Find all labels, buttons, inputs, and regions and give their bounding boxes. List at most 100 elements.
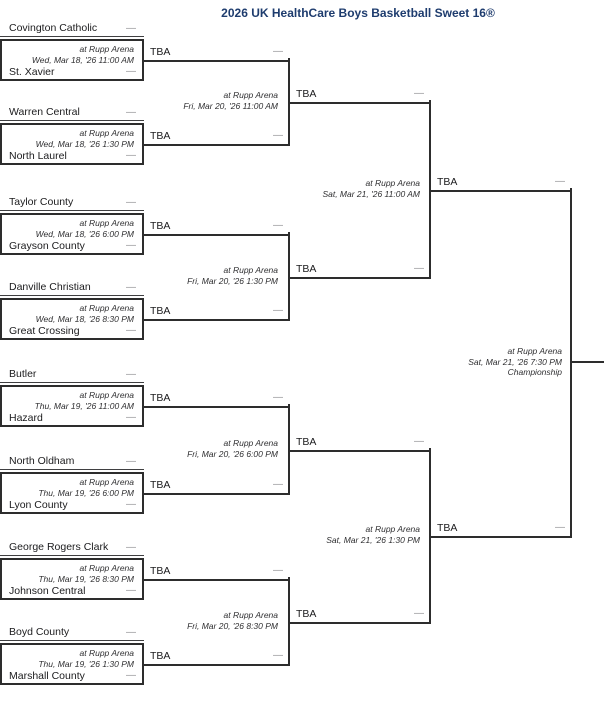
round1-game7-box: at Rupp Arena Thu, Mar 19, '26 8:30 PM J… (0, 558, 144, 600)
venue-text: at Rupp Arena (79, 128, 135, 138)
datetime-text: Thu, Mar 19, '26 6:00 PM (38, 487, 134, 498)
sf2-slot2: TBA — (290, 606, 431, 624)
advancing-team: TBA (296, 608, 317, 620)
datetime-text: Fri, Mar 20, '26 6:00 PM (187, 448, 278, 459)
advancing-team: TBA (150, 565, 171, 577)
datetime-text: Wed, Mar 18, '26 8:30 PM (35, 313, 134, 324)
score-placeholder: — (126, 499, 136, 510)
qf3-slot1: TBA — (144, 390, 290, 408)
score-placeholder: — (273, 305, 283, 316)
score-placeholder: — (555, 176, 565, 187)
advancing-team: TBA (150, 392, 171, 404)
datetime-text: Wed, Mar 18, '26 1:30 PM (35, 138, 134, 149)
venue-text: at Rupp Arena (223, 265, 279, 275)
score-placeholder: — (126, 369, 136, 380)
score-placeholder: — (273, 650, 283, 661)
venue-text: at Rupp Arena (223, 438, 279, 448)
venue-text: at Rupp Arena (79, 303, 135, 313)
page-title: 2026 UK HealthCare Boys Basketball Sweet… (221, 6, 495, 20)
team-name: Marshall County (9, 670, 85, 682)
venue-text: at Rupp Arena (79, 563, 135, 573)
team-name: Hazard (9, 412, 43, 424)
sf2-connector (429, 448, 431, 622)
game-info: at Rupp Arena Wed, Mar 18, '26 1:30 PM (4, 128, 134, 149)
team-name: Butler (9, 368, 37, 380)
score-placeholder: — (414, 263, 424, 274)
qf3-info: at Rupp Arena Fri, Mar 20, '26 6:00 PM (144, 438, 278, 459)
advancing-team: TBA (437, 522, 458, 534)
round1-game4-team1-row: Danville Christian — (0, 280, 144, 296)
final-slot2: TBA — (431, 520, 572, 538)
game-info: at Rupp Arena Thu, Mar 19, '26 6:00 PM (4, 477, 134, 498)
advancing-team: TBA (150, 46, 171, 58)
venue-text: at Rupp Arena (79, 218, 135, 228)
score-placeholder: — (273, 130, 283, 141)
venue-text: at Rupp Arena (79, 477, 135, 487)
qf2-connector (288, 232, 290, 319)
datetime-text: Thu, Mar 19, '26 11:00 AM (34, 400, 134, 411)
game-info: at Rupp Arena Thu, Mar 19, '26 11:00 AM (4, 390, 134, 411)
qf2-slot2: TBA — (144, 303, 290, 321)
advancing-team: TBA (150, 305, 171, 317)
game-info: at Rupp Arena Wed, Mar 18, '26 8:30 PM (4, 303, 134, 324)
round1-game2-box: at Rupp Arena Wed, Mar 18, '26 1:30 PM N… (0, 123, 144, 165)
venue-text: at Rupp Arena (79, 390, 135, 400)
round1-game5-box: at Rupp Arena Thu, Mar 19, '26 11:00 AM … (0, 385, 144, 427)
score-placeholder: — (273, 220, 283, 231)
team-name: Great Crossing (9, 325, 80, 337)
venue-text: at Rupp Arena (79, 44, 135, 54)
qf2-slot1: TBA — (144, 218, 290, 236)
score-placeholder: — (273, 479, 283, 490)
team-name: St. Xavier (9, 66, 55, 78)
sf1-slot2: TBA — (290, 261, 431, 279)
datetime-text: Fri, Mar 20, '26 11:00 AM (183, 100, 278, 111)
team-name: Covington Catholic (9, 22, 98, 34)
qf4-slot1: TBA — (144, 563, 290, 581)
score-placeholder: — (126, 627, 136, 638)
venue-text: at Rupp Arena (223, 610, 279, 620)
advancing-team: TBA (437, 176, 458, 188)
datetime-text: Wed, Mar 18, '26 6:00 PM (35, 228, 134, 239)
advancing-team: TBA (296, 263, 317, 275)
datetime-text: Sat, Mar 21, '26 7:30 PM (468, 356, 562, 367)
score-placeholder: — (126, 325, 136, 336)
round1-game2-team1-row: Warren Central — (0, 105, 144, 121)
team-name: North Oldham (9, 455, 75, 467)
datetime-text: Thu, Mar 19, '26 8:30 PM (38, 573, 134, 584)
score-placeholder: — (126, 412, 136, 423)
final-connector (570, 188, 572, 536)
venue-text: at Rupp Arena (507, 346, 563, 356)
round1-game6-team1-row: North Oldham — (0, 454, 144, 470)
team-name: Johnson Central (9, 585, 86, 597)
datetime-text: Fri, Mar 20, '26 1:30 PM (187, 275, 278, 286)
qf1-slot2: TBA — (144, 128, 290, 146)
qf4-slot2: TBA — (144, 648, 290, 666)
final-slot1: TBA — (431, 174, 572, 192)
qf4-info: at Rupp Arena Fri, Mar 20, '26 8:30 PM (144, 610, 278, 631)
venue-text: at Rupp Arena (79, 648, 135, 658)
round1-game3-box: at Rupp Arena Wed, Mar 18, '26 6:00 PM G… (0, 213, 144, 255)
advancing-team: TBA (150, 130, 171, 142)
final-info: at Rupp Arena Sat, Mar 21, '26 7:30 PM C… (431, 346, 562, 378)
sf2-slot1: TBA — (290, 434, 431, 452)
venue-text: at Rupp Arena (365, 524, 421, 534)
qf4-connector (288, 577, 290, 664)
datetime-text: Wed, Mar 18, '26 11:00 AM (31, 54, 134, 65)
score-placeholder: — (273, 392, 283, 403)
round1-game8-box: at Rupp Arena Thu, Mar 19, '26 1:30 PM M… (0, 643, 144, 685)
game-info: at Rupp Arena Thu, Mar 19, '26 1:30 PM (4, 648, 134, 669)
game-info: at Rupp Arena Thu, Mar 19, '26 8:30 PM (4, 563, 134, 584)
game-info: at Rupp Arena Wed, Mar 18, '26 11:00 AM (4, 44, 134, 65)
team-name: North Laurel (9, 150, 67, 162)
sf1-slot1: TBA — (290, 86, 431, 104)
team-name: Boyd County (9, 626, 70, 638)
qf1-info: at Rupp Arena Fri, Mar 20, '26 11:00 AM (144, 90, 278, 111)
score-placeholder: — (126, 107, 136, 118)
round1-game3-team1-row: Taylor County — (0, 195, 144, 211)
team-name: George Rogers Clark (9, 541, 109, 553)
score-placeholder: — (126, 585, 136, 596)
datetime-text: Thu, Mar 19, '26 1:30 PM (38, 658, 134, 669)
qf1-slot1: TBA — (144, 44, 290, 62)
round1-game4-box: at Rupp Arena Wed, Mar 18, '26 8:30 PM G… (0, 298, 144, 340)
